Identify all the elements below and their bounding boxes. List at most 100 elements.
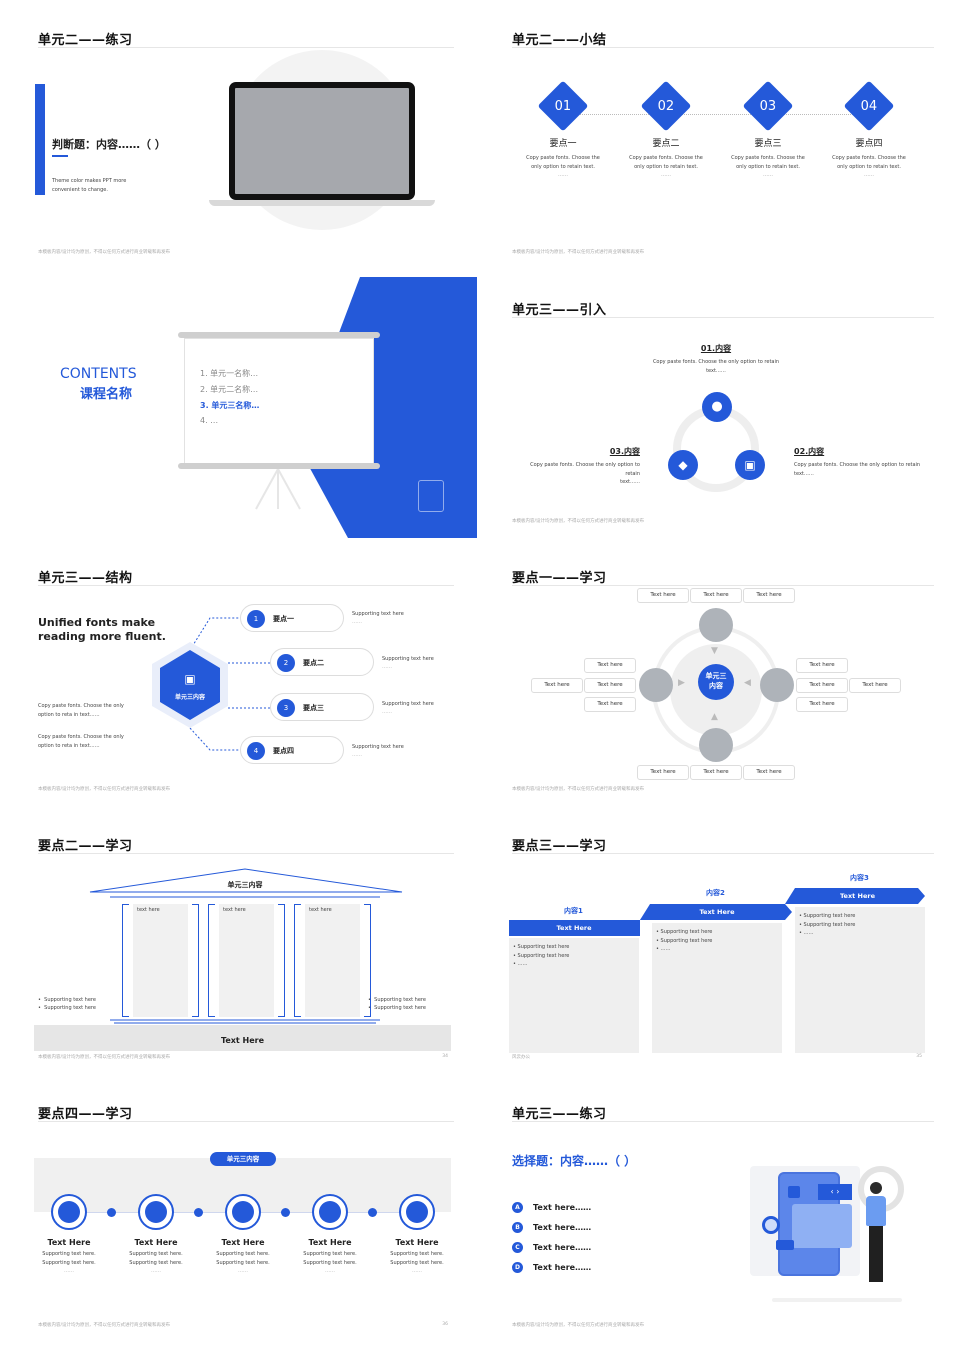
point-number: 02 <box>657 98 675 114</box>
text-box[interactable]: Text here <box>584 678 636 693</box>
text-box[interactable]: Text here <box>849 678 901 693</box>
center-badge: 单元三内容 <box>210 1152 276 1166</box>
point-text: only option to retain text. <box>736 163 800 170</box>
pillar-bracket <box>294 904 301 1017</box>
item-title: Text Here <box>47 1238 91 1247</box>
item-label: 要点三 <box>303 704 324 712</box>
roof-label: 单元三内容 <box>227 881 263 889</box>
contents-item-3[interactable]: 3. 单元三名称… <box>200 401 260 410</box>
text-box[interactable]: Text here <box>796 697 848 712</box>
item-dots: …… <box>352 752 362 758</box>
tripod-legs <box>255 469 301 510</box>
slide-unit3-structure: 单元三——结构 Unified fonts make reading more … <box>0 538 480 806</box>
title-divider <box>38 853 454 854</box>
pillar-bracket <box>208 904 215 1017</box>
diamond-badge: 04 <box>843 80 895 132</box>
slide-point3-study: 要点三——学习 内容1 内容2 内容3 Text Here Text Here … <box>480 806 960 1074</box>
point-dots: …… <box>661 172 671 178</box>
item-support: Supporting text here <box>382 701 434 707</box>
slide-title: 单元二——小结 <box>512 33 607 48</box>
item-dots: …… <box>382 709 392 715</box>
option-key: B <box>512 1222 523 1233</box>
option-d[interactable]: D Text here…… <box>512 1262 591 1273</box>
slide-title: 单元三——练习 <box>512 1107 607 1122</box>
support-text: Supporting text here <box>44 1005 96 1011</box>
node-bottom <box>699 728 733 762</box>
center-line1: 单元三 <box>705 672 727 680</box>
globe-icon <box>312 1194 348 1230</box>
connector-lines <box>152 617 270 751</box>
point-dots: …… <box>763 172 773 178</box>
option-b[interactable]: B Text here…… <box>512 1222 591 1233</box>
center-line2: 内容 <box>709 682 723 690</box>
step-bar-label-1: Text Here <box>556 924 592 932</box>
step-panel-1: • Supporting text here • Supporting text… <box>509 938 639 1053</box>
slide-point4-study: 要点四——学习 单元三内容 Text Here Supporting text … <box>0 1074 480 1342</box>
title-divider <box>512 853 934 854</box>
item-02: 02.内容 Copy paste fonts. Choose the only … <box>794 446 924 478</box>
item-text: text…… <box>620 479 640 485</box>
text-box[interactable]: Text here <box>690 588 742 603</box>
panel-card <box>792 1204 852 1248</box>
text-box[interactable]: Text here <box>637 765 689 780</box>
item-number: 1 <box>247 610 265 628</box>
item-support: Supporting text here <box>382 656 434 662</box>
footer-note: 本模板内容/设计均为原创，不得以任何方式进行商业转载和再发布 <box>512 250 645 255</box>
text-box[interactable]: Text here <box>637 588 689 603</box>
para2-line1: Copy paste fonts. Choose the only <box>38 734 124 740</box>
title-divider <box>512 585 934 586</box>
base-label: Text Here <box>220 1036 265 1045</box>
point-text: Copy paste fonts. Choose the <box>526 155 600 161</box>
text-box[interactable]: Text here <box>743 765 795 780</box>
text-box[interactable]: Text here <box>531 678 583 693</box>
contents-item-1[interactable]: 1. 单元一名称… <box>200 369 259 378</box>
heading-line2: reading more fluent. <box>38 630 166 643</box>
item-text: Copy paste fonts. Choose the only option… <box>652 359 780 365</box>
support-item: • Supporting text here <box>656 929 713 935</box>
point-text: only option to retain text. <box>634 163 698 170</box>
timeline-item-3: Text Here Supporting text here. Supporti… <box>208 1194 278 1276</box>
slide-unit3-practice: 单元三——练习 选择题：内容……（ ） A Text here…… B Text… <box>480 1074 960 1342</box>
support-right-1: • Supporting text here <box>368 997 426 1003</box>
text-box[interactable]: Text here <box>796 678 848 693</box>
text-box[interactable]: Text here <box>584 658 636 673</box>
support-dots: …… <box>803 930 814 936</box>
step-bar-label-2: Text Here <box>699 908 735 916</box>
scroll-icon <box>418 480 444 512</box>
diamond-badge: 02 <box>640 80 692 132</box>
code-card: ‹ › <box>818 1184 852 1200</box>
option-a[interactable]: A Text here…… <box>512 1202 591 1213</box>
item-dots: …… <box>151 1268 161 1274</box>
text-box[interactable]: Text here <box>584 697 636 712</box>
column-label: text here <box>223 907 246 913</box>
point-03: 03 要点三 Copy paste fonts. Choose the only… <box>718 80 818 180</box>
box-icon: ▣ <box>184 672 196 686</box>
point-text: only option to retain text. <box>531 163 595 170</box>
tag-icon: ◆ <box>668 450 698 480</box>
text-box[interactable]: Text here <box>796 658 848 673</box>
point-dots: …… <box>864 172 874 178</box>
text-box[interactable]: Text here <box>743 588 795 603</box>
ground-shadow <box>772 1298 902 1302</box>
gear-icon <box>762 1216 780 1234</box>
support-text: Supporting text here <box>374 1005 426 1011</box>
point-dots: …… <box>558 172 568 178</box>
node-right <box>760 668 794 702</box>
timeline-item-1: Text Here Supporting text here. Supporti… <box>34 1194 104 1276</box>
support-text: Supporting text here <box>660 929 713 935</box>
contents-heading: CONTENTS <box>60 366 137 382</box>
item-dots: …… <box>238 1268 248 1274</box>
option-c[interactable]: C Text here…… <box>512 1242 591 1253</box>
question-underline <box>52 155 68 157</box>
contents-item-2[interactable]: 2. 单元二名称… <box>200 385 259 394</box>
item-heading: 02.内容 <box>794 447 825 456</box>
slide-title: 要点二——学习 <box>38 839 133 854</box>
footer-note: 本模板内容/设计均为原创，不得以任何方式进行商业转载和再发布 <box>38 1323 171 1328</box>
laptop-base <box>209 200 435 206</box>
support-dots: …… <box>660 946 671 952</box>
projector-screen <box>184 338 374 464</box>
timeline-item-5: Text Here Supporting text here. Supporti… <box>382 1194 452 1276</box>
contents-item-4[interactable]: 4. … <box>200 416 219 425</box>
text-box[interactable]: Text here <box>690 765 742 780</box>
option-text: Text here…… <box>533 1243 592 1252</box>
